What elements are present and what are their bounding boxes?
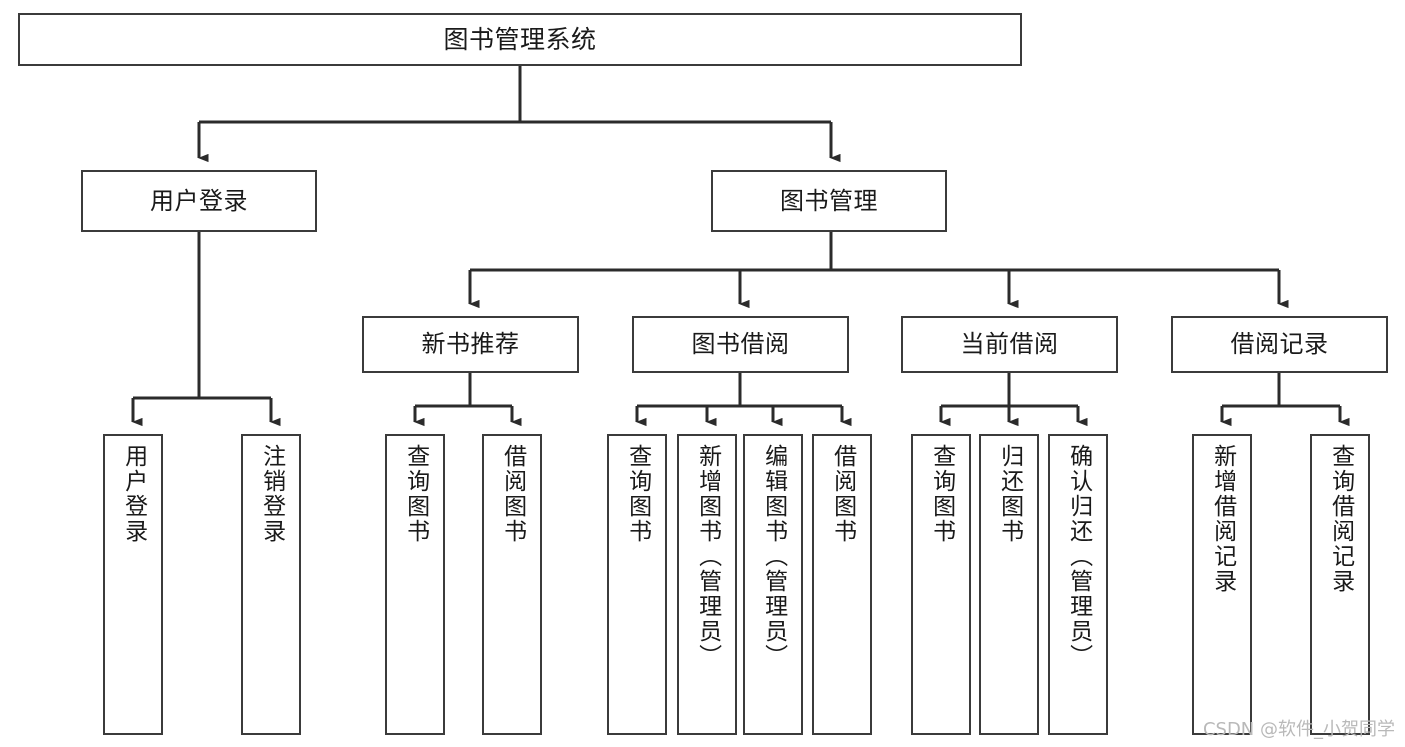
node-label: 编辑图书（管理员） <box>760 444 787 669</box>
node-label: 图书借阅 <box>691 330 790 359</box>
node-label: 图书管理系统 <box>443 24 597 54</box>
leaf-user-login-login[interactable]: 用户登录 <box>103 434 163 735</box>
node-label: 查询借阅记录 <box>1327 444 1354 594</box>
leaf-record-query-record[interactable]: 查询借阅记录 <box>1310 434 1370 735</box>
node-label: 新增借阅记录 <box>1209 444 1236 594</box>
leaf-borrow-add-book-admin[interactable]: 新增图书（管理员） <box>677 434 737 735</box>
node-label: 借阅图书 <box>499 444 526 544</box>
node-new-book-recommend[interactable]: 新书推荐 <box>362 316 579 373</box>
node-current-borrow[interactable]: 当前借阅 <box>901 316 1118 373</box>
leaf-recommend-query-book[interactable]: 查询图书 <box>385 434 445 735</box>
leaf-borrow-edit-book-admin[interactable]: 编辑图书（管理员） <box>743 434 803 735</box>
node-label: 查询图书 <box>624 444 651 544</box>
leaf-borrow-borrow-book[interactable]: 借阅图书 <box>812 434 872 735</box>
csdn-watermark: CSDN @软件_小贺同学 <box>1202 719 1395 740</box>
leaf-record-add-record[interactable]: 新增借阅记录 <box>1192 434 1252 735</box>
node-borrow-record[interactable]: 借阅记录 <box>1171 316 1388 373</box>
node-user-login[interactable]: 用户登录 <box>81 170 317 232</box>
leaf-borrow-query-book[interactable]: 查询图书 <box>607 434 667 735</box>
node-label: 借阅记录 <box>1230 330 1329 359</box>
node-label: 当前借阅 <box>960 330 1059 359</box>
node-label: 归还图书 <box>996 444 1023 544</box>
leaf-current-return-book[interactable]: 归还图书 <box>979 434 1039 735</box>
node-label: 新增图书（管理员） <box>694 444 721 669</box>
leaf-current-confirm-return-admin[interactable]: 确认归还（管理员） <box>1048 434 1108 735</box>
node-label: 查询图书 <box>928 444 955 544</box>
leaf-recommend-borrow-book[interactable]: 借阅图书 <box>482 434 542 735</box>
node-label: 图书管理 <box>780 186 878 215</box>
node-label: 用户登录 <box>150 186 248 215</box>
node-book-management[interactable]: 图书管理 <box>711 170 947 232</box>
leaf-user-login-logout[interactable]: 注销登录 <box>241 434 301 735</box>
node-label: 查询图书 <box>402 444 429 544</box>
node-label: 注销登录 <box>258 444 285 544</box>
node-label: 借阅图书 <box>829 444 856 544</box>
leaf-current-query-book[interactable]: 查询图书 <box>911 434 971 735</box>
node-label: 用户登录 <box>120 444 147 544</box>
node-root-system[interactable]: 图书管理系统 <box>18 13 1022 66</box>
node-label: 确认归还（管理员） <box>1065 444 1092 669</box>
node-label: 新书推荐 <box>421 330 520 359</box>
node-book-borrow[interactable]: 图书借阅 <box>632 316 849 373</box>
